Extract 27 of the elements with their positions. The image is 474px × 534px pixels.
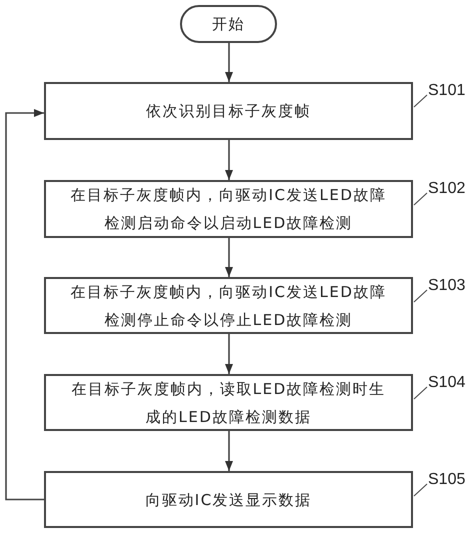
- leader-line: [414, 484, 428, 496]
- step-label: S102: [428, 179, 472, 199]
- step-text: 开始: [211, 14, 246, 35]
- leader-line: [414, 94, 428, 108]
- step-text: 依次识别目标子灰度帧: [145, 101, 312, 122]
- arrow: [225, 43, 233, 82]
- arrow: [225, 334, 233, 374]
- process-box: [44, 277, 413, 334]
- leader-line: [414, 192, 428, 206]
- process-box: [44, 82, 413, 140]
- leader-line: [414, 290, 428, 302]
- step-text: 在目标子灰度帧内，向驱动IC发送LED故障检测启动命令以启动LED故障检测: [70, 185, 388, 234]
- leader-line: [414, 386, 428, 400]
- arrow: [5, 109, 44, 500]
- process-box: [44, 471, 413, 528]
- step-label: S105: [428, 470, 472, 490]
- process-box: [44, 180, 413, 238]
- step-label: S104: [428, 373, 472, 393]
- arrow: [225, 140, 233, 180]
- process-box: [44, 374, 413, 431]
- arrow: [225, 431, 233, 471]
- step-label: S103: [428, 276, 472, 296]
- step-text: 向驱动IC发送显示数据: [144, 490, 313, 510]
- step-label: S101: [428, 81, 472, 101]
- step-text: 在目标子灰度帧内，读取LED故障检测时生成的LED故障检测数据: [70, 378, 387, 428]
- step-text: 在目标子灰度帧内，向驱动IC发送LED故障检测停止命令以停止LED故障检测: [70, 282, 388, 330]
- arrow: [225, 238, 233, 277]
